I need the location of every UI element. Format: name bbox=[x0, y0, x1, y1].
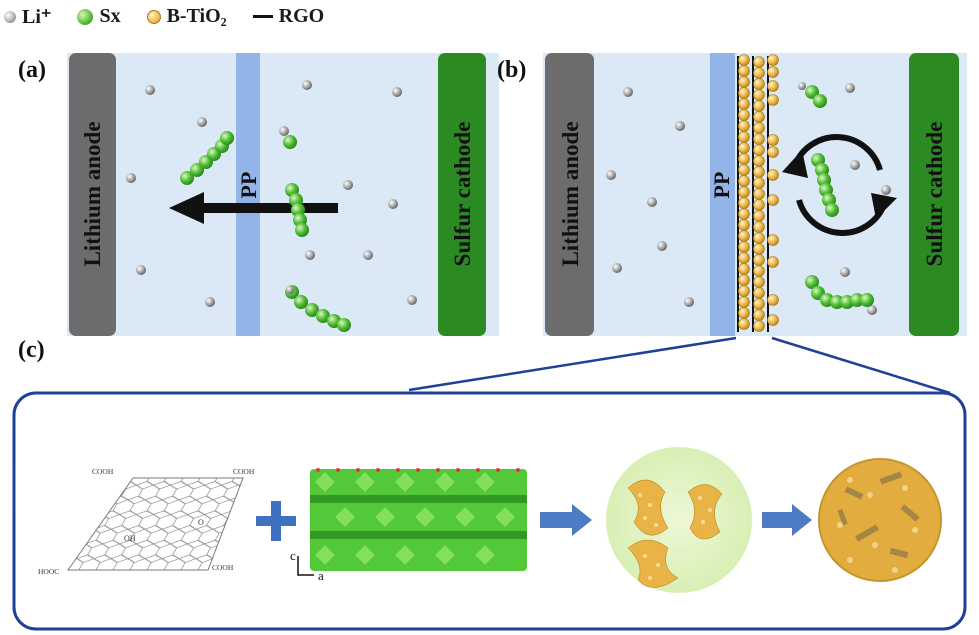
panel-a-li-ions bbox=[126, 80, 417, 307]
panel-a-sulfur-cathode bbox=[438, 53, 486, 336]
legend-sx-label: Sx bbox=[99, 5, 121, 27]
oh-label: OH bbox=[124, 534, 136, 543]
panel-b-lithium-anode bbox=[545, 53, 594, 336]
o-label: O bbox=[198, 518, 204, 527]
lithium-ion-icon bbox=[4, 10, 16, 23]
panel-a-cathode-label: Sulfur cathode bbox=[450, 122, 475, 267]
legend-rgo: RGO bbox=[252, 5, 325, 28]
process-arrow-1 bbox=[540, 504, 592, 536]
panel-b-sulfur-cathode bbox=[909, 53, 959, 336]
graphene-oxide-sheet: COOH COOH COOH HOOC OH O bbox=[38, 467, 255, 576]
panel-a-separator bbox=[236, 53, 260, 336]
polysulfide-icon bbox=[77, 8, 94, 25]
legend: Li⁺ Sx B-TiO₂ RGO bbox=[4, 4, 342, 29]
panel-a-lithium-anode bbox=[69, 53, 116, 336]
axis-c-label: c bbox=[290, 548, 296, 563]
panel-b-li-ions bbox=[606, 82, 891, 315]
axis-a-label: a bbox=[318, 568, 324, 583]
migration-arrow bbox=[169, 192, 338, 224]
process-arrow-2 bbox=[762, 504, 812, 536]
panel-a-separator-label: PP bbox=[236, 172, 261, 199]
panel-c: COOH COOH COOH HOOC OH O bbox=[12, 391, 967, 631]
zoom-lines bbox=[408, 336, 951, 395]
panel-b: Lithium anode PP Sulfur cathode bbox=[543, 53, 967, 336]
panel-a-label: (a) bbox=[18, 57, 46, 83]
b-tio2-rgo-composite bbox=[818, 458, 942, 582]
panel-b-label: (b) bbox=[497, 57, 527, 83]
plus-icon bbox=[256, 501, 296, 541]
legend-tio2-label: B-TiO₂ bbox=[166, 5, 227, 27]
panel-a: Lithium anode PP Sulfur cathode bbox=[67, 53, 499, 336]
crystal-axis-icon bbox=[297, 556, 314, 576]
tio2-crystal-structure: c a bbox=[290, 468, 527, 583]
panel-b-separator bbox=[710, 53, 735, 336]
panel-c-label: (c) bbox=[18, 337, 45, 363]
legend-li: Li⁺ bbox=[4, 4, 51, 29]
tio2-particle-icon bbox=[146, 9, 161, 24]
rgo-tio2-coating bbox=[737, 54, 779, 332]
cooh-label-1: COOH bbox=[92, 467, 114, 476]
cooh-label-2: COOH bbox=[233, 467, 255, 476]
panel-a-electrolyte bbox=[67, 53, 499, 336]
legend-tio2: B-TiO₂ bbox=[146, 5, 227, 28]
panel-a-polysulfides bbox=[180, 131, 351, 332]
hooc-label: HOOC bbox=[38, 567, 59, 576]
panel-b-cathode-label: Sulfur cathode bbox=[922, 122, 947, 267]
coated-sheets-stage bbox=[606, 447, 752, 593]
panel-b-separator-label: PP bbox=[709, 172, 734, 199]
panel-a-anode-label: Lithium anode bbox=[80, 121, 105, 266]
legend-sx: Sx bbox=[77, 5, 121, 28]
legend-rgo-label: RGO bbox=[278, 5, 325, 27]
panel-b-anode-label: Lithium anode bbox=[558, 121, 583, 266]
rgo-line-icon bbox=[252, 15, 273, 18]
panel-b-polysulfides bbox=[805, 85, 874, 309]
legend-li-label: Li⁺ bbox=[22, 6, 52, 28]
cooh-label-3: COOH bbox=[212, 563, 234, 572]
